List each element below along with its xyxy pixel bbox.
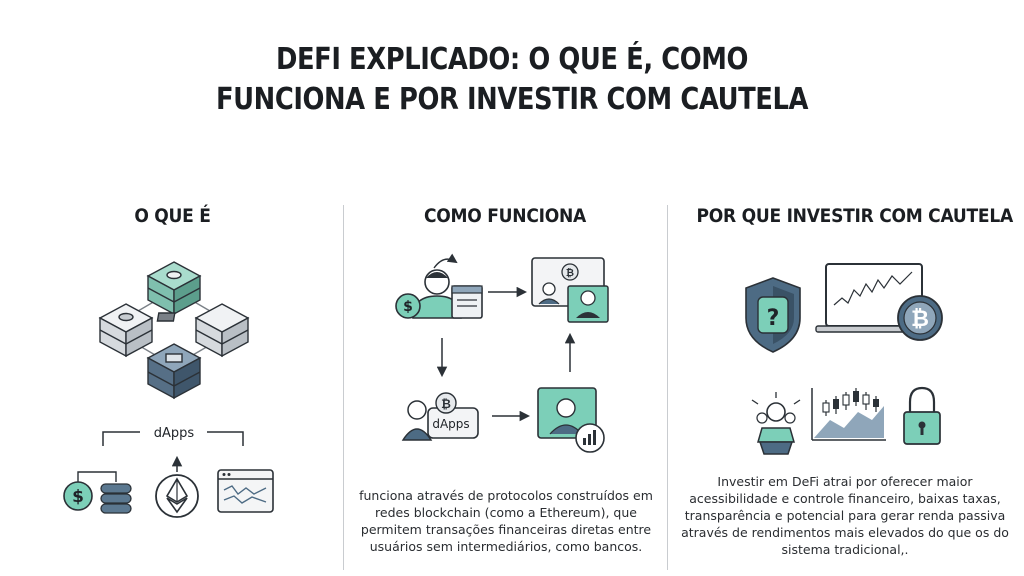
bitcoin-symbol-2: ₿ [441, 397, 451, 411]
dollar-symbol-2: $ [403, 299, 413, 315]
dapps-bracket [102, 431, 244, 446]
question-symbol: ? [767, 306, 780, 331]
laptop-chart-icon: ₿ [815, 263, 943, 341]
ethereum-icon [155, 474, 199, 518]
user-chart-screen-icon [537, 387, 605, 453]
padlock-icon [903, 386, 941, 445]
why-description: Investir em DeFi atrai por oferecer maio… [681, 474, 1009, 557]
dapps-box-label: dApps [432, 417, 469, 431]
bitcoin-symbol-3: ₿ [911, 307, 929, 332]
bitcoin-symbol-1: ₿ [566, 267, 574, 279]
page-title: DEFI EXPLICADO: O QUE É, COMO FUNCIONA E… [72, 40, 953, 120]
dapps-label: dApps [154, 426, 195, 441]
column-divider-right [667, 205, 668, 570]
shield-question-icon: ? [745, 277, 801, 353]
title-line-2: FUNCIONA E POR INVESTIR COM CAUTELA [215, 82, 809, 117]
user-dapps-icon: dApps ₿ [401, 392, 479, 441]
column-divider-left [343, 205, 344, 570]
how-description: funciona através de protocolos construíd… [359, 488, 653, 554]
browser-window-icon [217, 469, 274, 513]
title-line-1: DEFI EXPLICADO: O QUE É, COMO [275, 42, 749, 77]
blockchain-network-icon [98, 261, 250, 400]
heading-what: O QUE É [134, 205, 211, 227]
dollar-coin-stack-icon: $ [63, 471, 132, 514]
peer-exchange-icon: ₿ [531, 257, 609, 323]
user-dollar-icon: $ [395, 253, 483, 319]
heading-why: POR QUE INVESTIR COM CAUTELA [696, 205, 1014, 227]
heading-how: COMO FUNCIONA [424, 205, 586, 227]
dollar-symbol: $ [72, 487, 84, 507]
candlestick-chart-icon [811, 388, 886, 441]
lightbulb-box-icon [751, 392, 801, 455]
